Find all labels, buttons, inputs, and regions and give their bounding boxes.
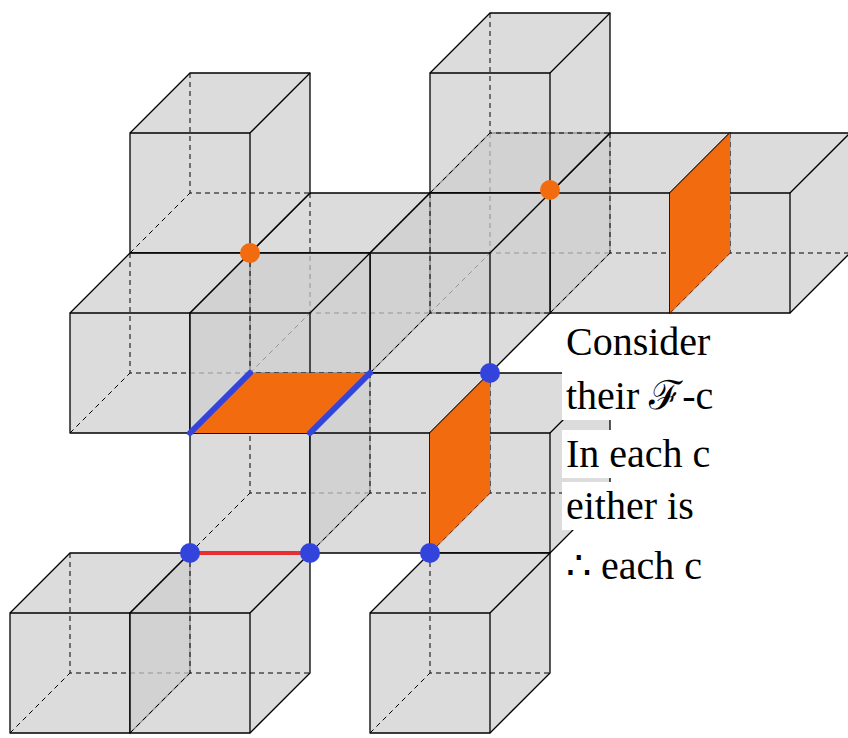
- blue-vertex: [300, 543, 320, 563]
- slide-text: either is: [562, 482, 698, 530]
- cube-edge: [370, 613, 490, 733]
- orange-vertex: [240, 243, 260, 263]
- cube-edge: [670, 133, 848, 313]
- cube-face: [250, 73, 310, 253]
- slide-text: ∴ each c: [562, 542, 706, 590]
- cube-edge: [310, 433, 430, 553]
- hidden-edge: [130, 193, 190, 253]
- cube-edge: [430, 13, 610, 193]
- hidden-edge: [130, 673, 190, 733]
- cube-edge: [370, 553, 550, 733]
- orange-face: [430, 373, 490, 553]
- cube-edge: [130, 133, 250, 253]
- cube-face: [490, 193, 550, 373]
- cube-edge: [550, 13, 610, 73]
- red-edge: [190, 551, 310, 555]
- slide-text: Consider: [562, 318, 714, 366]
- orange-face: [670, 133, 730, 313]
- cube-edge: [490, 193, 550, 253]
- hidden-edge: [70, 373, 130, 433]
- cube-edge: [190, 433, 310, 553]
- hidden-edge: [430, 133, 490, 193]
- slide-text: In each c: [562, 430, 714, 478]
- blue-vertex: [180, 543, 200, 563]
- cube-edge: [70, 313, 190, 433]
- cube-face: [550, 13, 610, 193]
- orange-vertex: [540, 180, 560, 200]
- cube-edge: [130, 613, 250, 733]
- blue-edge: [310, 373, 370, 433]
- cube-edge: [130, 553, 310, 733]
- orange-face: [190, 373, 370, 433]
- cube-face: [790, 133, 848, 313]
- cube-edge: [130, 73, 310, 253]
- hidden-edge: [550, 253, 610, 313]
- cube-edge: [490, 553, 550, 613]
- cube-edge: [250, 73, 310, 133]
- cube-edge: [310, 253, 370, 313]
- cube-edge: [190, 253, 370, 433]
- blue-vertex: [420, 543, 440, 563]
- hidden-edge: [310, 493, 370, 553]
- cube-edge: [370, 253, 490, 373]
- cube-face: [250, 553, 310, 733]
- cube-edge: [250, 553, 310, 613]
- hidden-edge: [370, 313, 430, 373]
- cube-edge: [430, 73, 550, 193]
- slide-text: their ℱ-c: [562, 372, 717, 420]
- hidden-edge: [10, 673, 70, 733]
- cube-edge: [550, 193, 670, 313]
- hidden-edge: [190, 493, 250, 553]
- cube-edge: [370, 193, 550, 373]
- blue-edge: [190, 373, 250, 433]
- blue-vertex: [480, 363, 500, 383]
- cube-edge: [790, 133, 848, 193]
- cube-face: [490, 553, 550, 733]
- hidden-edge: [370, 673, 430, 733]
- cube-edge: [10, 613, 130, 733]
